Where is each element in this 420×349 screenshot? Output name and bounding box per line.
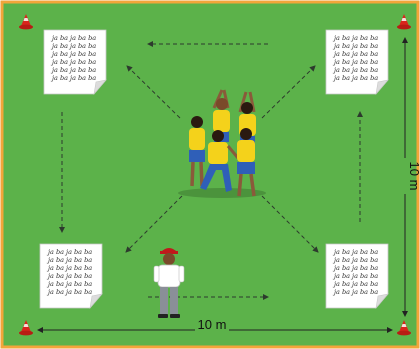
card-text-line: ja ba ja ba ba [332,42,378,50]
card-text-line: ja ba ja ba ba [332,280,378,288]
card-text-line: ja ba ja ba ba [332,288,378,296]
height-label: 10 m [407,162,420,191]
path-arrows [59,41,363,300]
group-shadow [178,188,266,198]
card-text-line: ja ba ja ba ba [332,50,378,58]
width-label: 10 m [198,317,227,332]
card-text-line: ja ba ja ba ba [332,58,378,66]
arrow-diag-br [261,195,319,253]
student-figure [189,116,205,187]
card-text-line: ja ba ja ba ba [50,74,96,82]
card-text-line: ja ba ja ba ba [332,74,378,82]
arrow-diag-bl [125,195,183,253]
card-text-line: ja ba ja ba ba [332,264,378,272]
student-figure [237,128,256,197]
card-text-line: ja ba ja ba ba [46,248,92,256]
card-text-line: ja ba ja ba ba [46,272,92,280]
card-text-line: ja ba ja ba ba [332,272,378,280]
card-text-line: ja ba ja ba ba [332,256,378,264]
card-text-line: ja ba ja ba ba [46,264,92,272]
card-text-line: ja ba ja ba ba [46,256,92,264]
teacher-figure [153,248,185,318]
card-text-line: ja ba ja ba ba [50,66,96,74]
card-text-line: ja ba ja ba ba [46,288,92,296]
card-text-line: ja ba ja ba ba [332,34,378,42]
student-group [178,89,266,198]
card-text-line: ja ba ja ba ba [332,66,378,74]
student-figure [212,89,230,142]
card-text-line: ja ba ja ba ba [46,280,92,288]
card-text-line: ja ba ja ba ba [332,248,378,256]
card-text-line: ja ba ja ba ba [50,58,96,66]
arrow-diag-tl [126,65,181,119]
width-dimension: 10 m [37,317,393,333]
card-text-line: ja ba ja ba ba [50,50,96,58]
height-dimension: 10 m [398,37,420,317]
student-figure [200,130,240,192]
card-text-line: ja ba ja ba ba [50,34,96,42]
card-text-line: ja ba ja ba ba [50,42,96,50]
arrow-diag-tr [261,65,316,119]
